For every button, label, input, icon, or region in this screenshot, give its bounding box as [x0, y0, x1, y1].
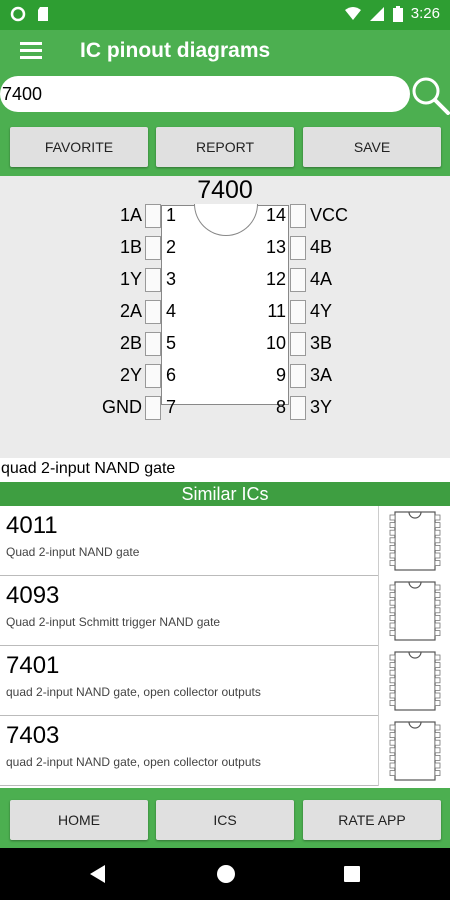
pin-box — [145, 364, 161, 388]
chip-thumbnail-icon — [378, 506, 450, 576]
pin-box — [290, 396, 306, 420]
pin-number: 2 — [166, 237, 177, 257]
ic-description: Quad 2-input Schmitt trigger NAND gate — [6, 615, 221, 629]
pin-number: 12 — [265, 269, 286, 289]
pinout-diagram: 7400 1 1A 2 1B 3 1Y 4 2A 5 2B 6 2Y 7 GND 14 VCC 13 4B 12 4A… — [0, 176, 450, 458]
search-row — [0, 72, 450, 120]
action-bar: FAVORITE REPORT SAVE — [0, 120, 450, 172]
pin-box — [145, 396, 161, 420]
pin-number: 13 — [265, 237, 286, 257]
pin-name: VCC — [310, 205, 349, 225]
ic-description: quad 2-input NAND gate, open collector o… — [6, 755, 261, 769]
pin-number: 9 — [275, 365, 286, 385]
ic-description: quad 2-input NAND gate, open collector o… — [6, 685, 261, 699]
recents-icon[interactable] — [344, 866, 360, 882]
menu-icon[interactable] — [20, 42, 42, 59]
pin-number: 4 — [166, 301, 177, 321]
save-button[interactable]: SAVE — [303, 127, 441, 167]
pin-name: 2Y — [119, 365, 142, 385]
signal-icon — [369, 6, 384, 21]
sd-card-icon — [38, 7, 48, 21]
ics-button[interactable]: ICS — [156, 800, 294, 840]
pin-name: 2B — [119, 333, 142, 353]
pin-name: 4A — [310, 269, 333, 289]
pin-number: 8 — [275, 397, 286, 417]
home-button[interactable]: HOME — [10, 800, 148, 840]
battery-icon — [392, 5, 403, 22]
ic-description: Quad 2-input NAND gate — [6, 545, 140, 559]
pin-number: 6 — [166, 365, 177, 385]
pin-name: 1B — [119, 237, 142, 257]
chip-thumbnail-icon — [378, 576, 450, 646]
status-bar: 3:26 — [0, 0, 450, 30]
list-item[interactable]: 4093 Quad 2-input Schmitt trigger NAND g… — [0, 576, 450, 646]
rate-app-button[interactable]: RATE APP — [303, 800, 441, 840]
pin-number: 7 — [166, 397, 177, 417]
search-input[interactable] — [0, 76, 410, 112]
bottom-bar: HOME ICS RATE APP — [0, 788, 450, 848]
ring-icon — [10, 6, 26, 22]
pin-name: 3B — [310, 333, 333, 353]
app-bar: IC pinout diagrams — [0, 30, 450, 72]
report-button[interactable]: REPORT — [156, 127, 294, 167]
pin-number: 3 — [166, 269, 177, 289]
pin-box — [290, 300, 306, 324]
favorite-button[interactable]: FAVORITE — [10, 127, 148, 167]
pin-box — [290, 332, 306, 356]
list-item[interactable]: 4011 Quad 2-input NAND gate — [0, 506, 450, 576]
pin-name: 2A — [119, 301, 142, 321]
search-icon[interactable] — [410, 75, 450, 115]
list-item[interactable]: 7403 quad 2-input NAND gate, open collec… — [0, 716, 450, 786]
pin-name: 1Y — [119, 269, 142, 289]
ic-number: 4093 — [6, 582, 60, 609]
pin-number: 11 — [267, 301, 286, 321]
app-title: IC pinout diagrams — [80, 39, 271, 62]
pin-box — [290, 268, 306, 292]
chip-thumbnail-icon — [378, 716, 450, 786]
pin-number: 1 — [166, 205, 177, 225]
pin-name: GND — [102, 397, 142, 417]
list-item[interactable]: 7401 quad 2-input NAND gate, open collec… — [0, 646, 450, 716]
pin-number: 10 — [265, 333, 286, 353]
pin-box — [145, 300, 161, 324]
pin-box — [290, 236, 306, 260]
chip-body — [161, 204, 289, 405]
home-icon[interactable] — [217, 865, 235, 883]
chip-thumbnail-icon — [378, 646, 450, 716]
ic-number: 7403 — [6, 722, 60, 749]
pin-name: 1A — [119, 205, 142, 225]
pin-box — [145, 332, 161, 356]
ic-number: 7401 — [6, 652, 60, 679]
similar-ics-list: 4011 Quad 2-input NAND gate 4093 Quad 2-… — [0, 506, 450, 788]
pin-box — [145, 204, 161, 228]
similar-ics-heading: Similar ICs — [0, 482, 450, 506]
pin-name: 4B — [310, 237, 333, 257]
back-icon[interactable] — [90, 865, 106, 883]
pin-name: 4Y — [310, 301, 333, 321]
pin-name: 3A — [310, 365, 333, 385]
chip-description: quad 2-input NAND gate — [1, 460, 176, 477]
chip-notch — [194, 204, 258, 236]
pin-number: 5 — [166, 333, 177, 353]
chip-description-row: quad 2-input NAND gate — [0, 458, 450, 482]
status-time: 3:26 — [410, 5, 440, 22]
pin-name: 3Y — [310, 397, 333, 417]
ic-number: 4011 — [6, 512, 58, 539]
pin-number: 14 — [265, 205, 286, 225]
chip-name: 7400 — [197, 176, 253, 204]
pin-box — [145, 268, 161, 292]
pin-box — [290, 204, 306, 228]
pin-box — [290, 364, 306, 388]
wifi-icon — [344, 6, 361, 20]
system-nav-bar — [0, 848, 450, 900]
pin-box — [145, 236, 161, 260]
